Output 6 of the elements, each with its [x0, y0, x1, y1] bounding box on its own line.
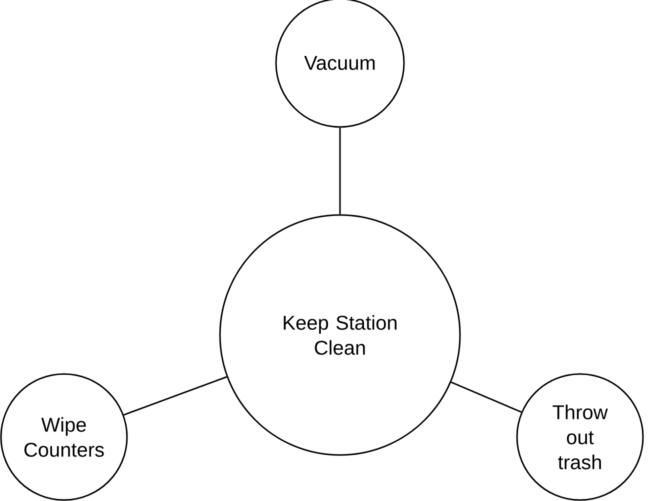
circle-node: Keep Station Clean — [219, 214, 461, 456]
circle-node: Wipe Counters — [0, 373, 128, 501]
connector-line — [124, 376, 227, 416]
connector-line — [339, 128, 341, 214]
circle-node: Throw out trash — [516, 373, 644, 501]
connector-line — [450, 382, 522, 413]
